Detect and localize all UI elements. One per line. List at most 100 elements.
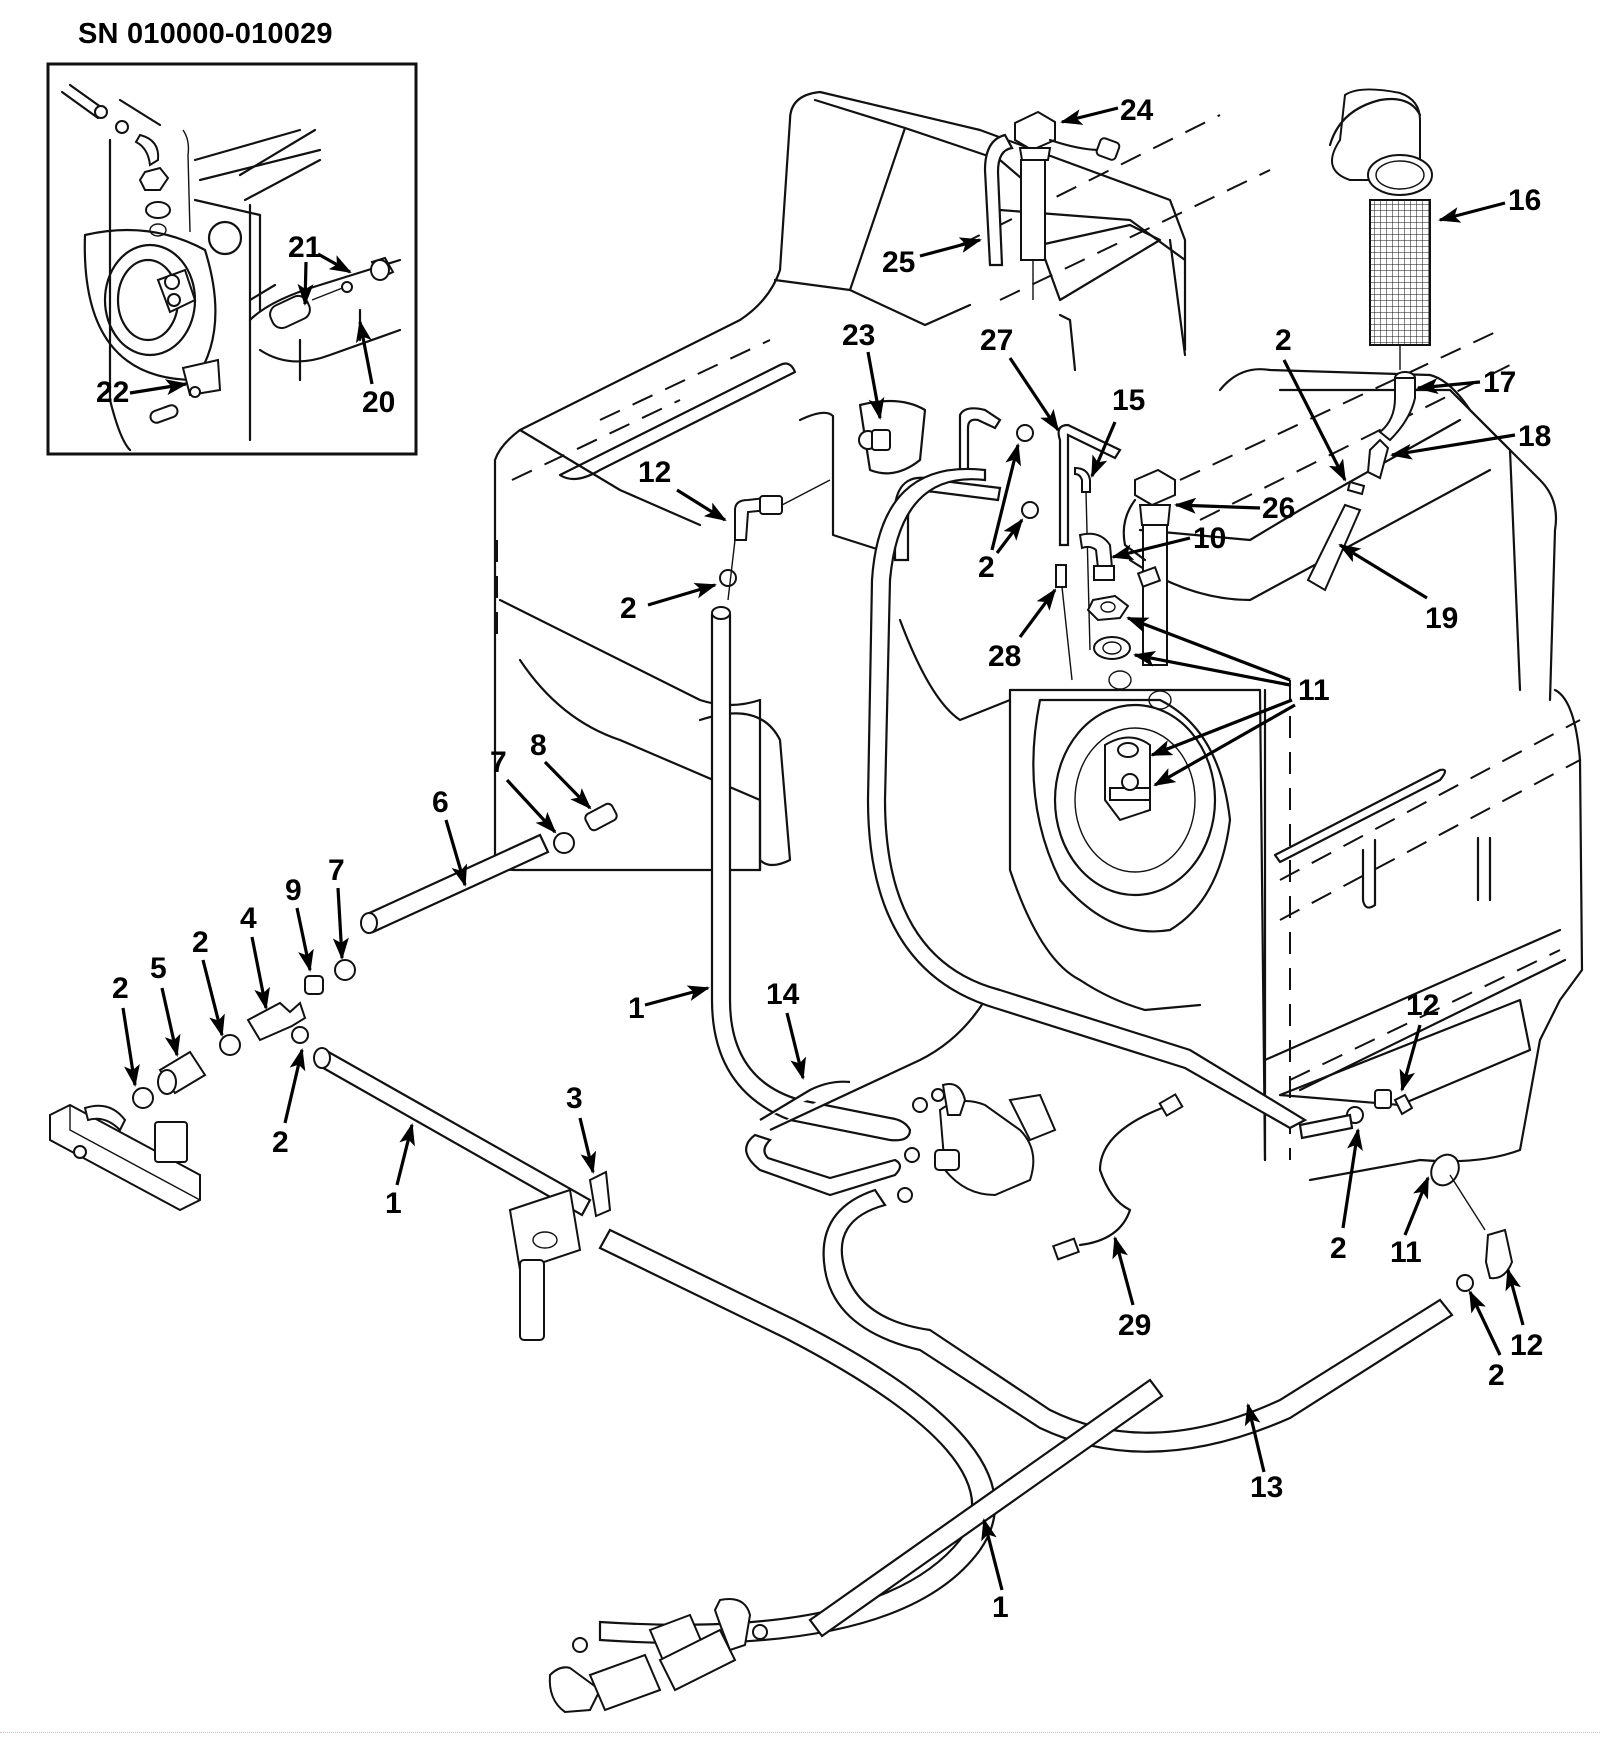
inset-callout-22: 22 — [96, 376, 188, 409]
part-6-hose — [363, 833, 550, 934]
callout-11-lower: 11 — [1390, 1176, 1430, 1269]
callout-28: 28 — [988, 588, 1057, 673]
svg-text:28: 28 — [988, 640, 1021, 673]
callout-2-far-left: 2 — [112, 972, 140, 1087]
part-28-fitting — [1055, 564, 1073, 681]
svg-text:1: 1 — [385, 1187, 402, 1220]
callout-12-bottom: 12 — [1505, 1268, 1543, 1362]
callout-1-lower-left: 1 — [385, 1123, 415, 1220]
callout-12-upper-left: 12 — [638, 456, 727, 522]
serial-number-heading: SN 010000-010029 — [78, 18, 333, 50]
callout-24: 24 — [1060, 94, 1154, 127]
svg-text:14: 14 — [766, 978, 800, 1011]
callout-12-right: 12 — [1399, 989, 1439, 1092]
svg-text:16: 16 — [1508, 184, 1541, 217]
part-2-clamp-tee — [291, 1026, 309, 1044]
svg-text:7: 7 — [490, 746, 507, 779]
inset-callout-20: 20 — [355, 320, 395, 419]
callout-17: 17 — [1416, 366, 1516, 399]
pump — [897, 1083, 1057, 1203]
callout-13: 13 — [1244, 1403, 1283, 1504]
callout-19: 19 — [1338, 543, 1458, 635]
svg-text:10: 10 — [1193, 522, 1226, 555]
part-25-vent-hose — [983, 133, 1014, 267]
part-1-hose-sweep — [598, 1228, 997, 1645]
svg-text:12: 12 — [1406, 989, 1439, 1022]
svg-text:25: 25 — [882, 246, 915, 279]
svg-text:2: 2 — [192, 926, 209, 959]
svg-text:12: 12 — [638, 456, 671, 489]
svg-text:2: 2 — [112, 972, 129, 1005]
callout-1-vertical: 1 — [628, 985, 710, 1025]
inset-callout-21: 21 — [288, 231, 352, 306]
part-17-elbow-hose — [1378, 371, 1416, 442]
part-2-clamp-far-left — [132, 1087, 154, 1109]
callout-25: 25 — [882, 237, 982, 279]
part-18-fitting — [1366, 438, 1390, 480]
part-9-coupler — [304, 975, 324, 995]
callout-23: 23 — [842, 319, 885, 420]
part-12-elbow-upper — [719, 479, 831, 601]
svg-text:29: 29 — [1118, 1309, 1151, 1342]
svg-text:2: 2 — [1330, 1232, 1347, 1265]
svg-text:11: 11 — [1390, 1236, 1422, 1269]
part-10-elbow — [1078, 532, 1115, 581]
callout-4: 4 — [240, 902, 270, 1010]
part-5-coupler — [157, 1050, 207, 1095]
svg-text:2: 2 — [272, 1126, 289, 1159]
part-8-fitting — [584, 802, 618, 832]
svg-text:2: 2 — [620, 592, 637, 625]
part-26-float-switch — [1122, 468, 1176, 666]
callout-5: 5 — [150, 952, 181, 1057]
svg-text:1: 1 — [992, 1591, 1009, 1624]
callout-2-below-tee: 2 — [272, 1048, 306, 1159]
callout-2-bottom-right: 2 — [1468, 1290, 1505, 1392]
part-11-bulkhead-lower — [1430, 1153, 1486, 1231]
svg-text:1: 1 — [628, 992, 645, 1025]
svg-text:27: 27 — [980, 324, 1013, 357]
svg-text:12: 12 — [1510, 1329, 1543, 1362]
part-3-bracket — [508, 1170, 612, 1341]
part-1-hose-left — [316, 1048, 592, 1217]
svg-text:4: 4 — [240, 902, 257, 935]
callout-2-mid: 2 — [192, 926, 225, 1037]
part-12-elbow-lower-right — [1298, 1089, 1414, 1140]
svg-text:8: 8 — [530, 729, 547, 762]
callout-18: 18 — [1390, 420, 1551, 460]
callout-10: 10 — [1111, 522, 1226, 560]
svg-text:2: 2 — [978, 551, 995, 584]
part-23-fitting — [858, 429, 891, 451]
callout-2-lower-right: 2 — [1330, 1128, 1363, 1265]
svg-text:23: 23 — [842, 319, 875, 352]
svg-text:2: 2 — [1275, 324, 1292, 357]
svg-text:22: 22 — [96, 376, 129, 409]
part-29-harness — [1051, 1093, 1184, 1261]
part-27-tube — [1057, 423, 1122, 547]
svg-text:21: 21 — [288, 231, 321, 264]
solution-tank — [493, 90, 1584, 1182]
part-4-tee — [246, 1001, 307, 1042]
part-15-elbow — [1074, 466, 1091, 651]
part-24-level-sensor — [1014, 110, 1121, 300]
svg-text:11: 11 — [1298, 674, 1330, 707]
page-bottom-rule — [0, 1732, 1600, 1733]
svg-text:13: 13 — [1250, 1471, 1283, 1504]
callout-1-bottom: 1 — [981, 1518, 1009, 1624]
callout-16: 16 — [1438, 184, 1541, 223]
hose-clamps-upper — [893, 407, 1039, 562]
callout-7-right: 7 — [490, 746, 557, 834]
callout-6: 6 — [432, 786, 468, 887]
svg-text:17: 17 — [1483, 366, 1516, 399]
callout-9: 9 — [285, 874, 314, 972]
part-14-return-hose — [759, 999, 986, 1131]
part-13-hose — [822, 1188, 1454, 1453]
svg-text:5: 5 — [150, 952, 167, 985]
part-7-clamp-left — [334, 959, 356, 981]
part-7-clamp-right — [553, 832, 575, 854]
part-2-clamp-mid — [219, 1034, 241, 1056]
part-12-elbow-bottom — [1456, 1228, 1514, 1292]
part-11-bulkhead — [1086, 594, 1172, 710]
part-16-strainer-basket — [1328, 88, 1433, 370]
part-19-hose — [1306, 480, 1366, 592]
